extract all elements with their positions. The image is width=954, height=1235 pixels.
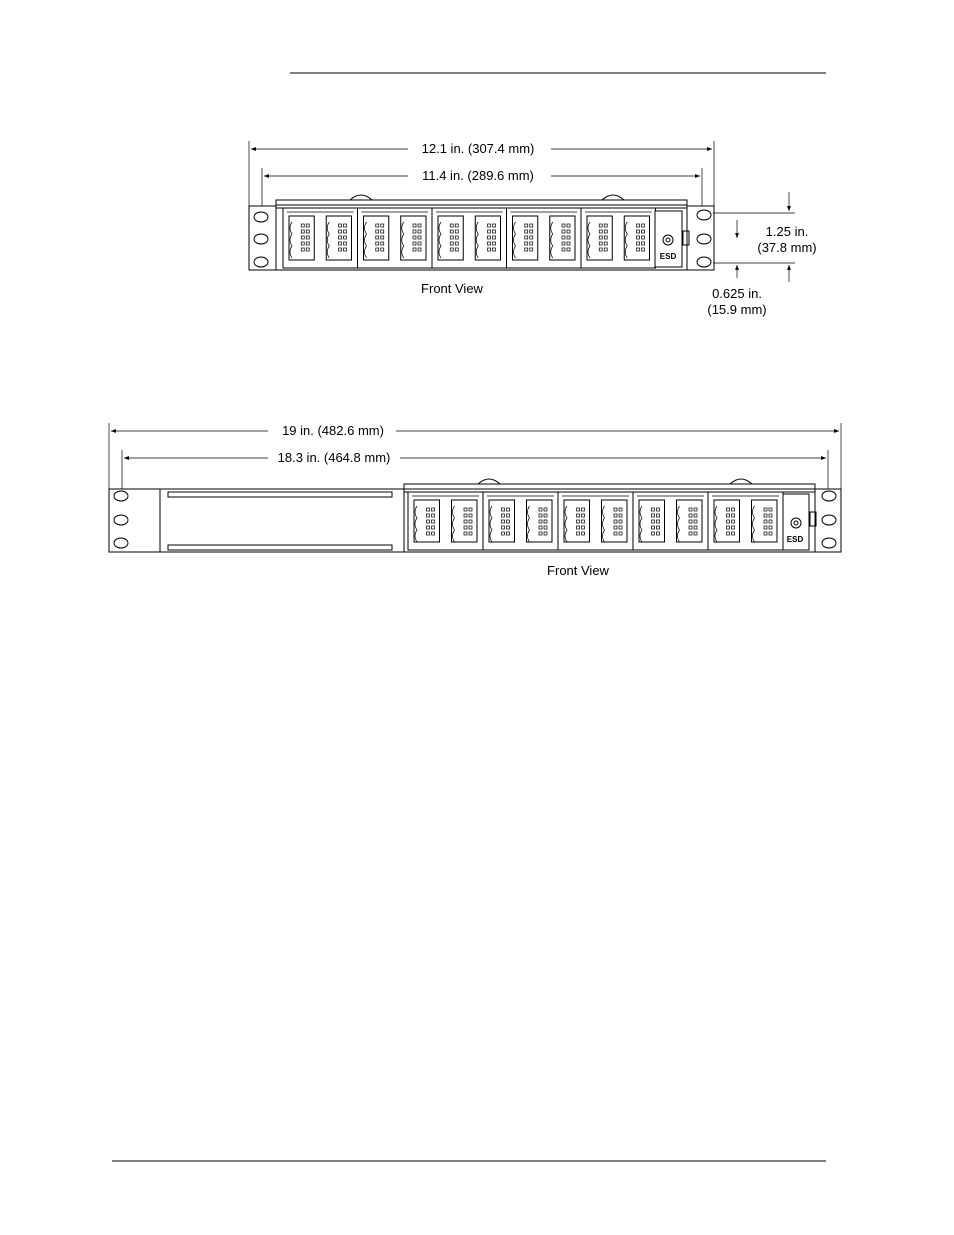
caption-bottom: Front View <box>547 563 610 578</box>
dimension-hole-span-top: 11.4 in. (289.6 mm) <box>264 168 700 183</box>
top-figure: 12.1 in. (307.4 mm) 11.4 in. (289.6 mm) <box>249 141 817 317</box>
chassis-top: ESD <box>249 195 714 270</box>
esd-label: ESD <box>660 252 677 261</box>
hole-span-label: 11.4 in. (289.6 mm) <box>422 168 534 183</box>
chassis-bottom: ESD <box>109 479 841 552</box>
edge-offset-label-line1: 0.625 in. <box>712 286 762 301</box>
hole-pitch-label-line2: (37.8 mm) <box>757 240 816 255</box>
overall-width-label: 19 in. (482.6 mm) <box>282 423 384 438</box>
dimension-overall-width-bottom: 19 in. (482.6 mm) <box>111 423 839 438</box>
overall-width-label: 12.1 in. (307.4 mm) <box>422 141 535 156</box>
esd-label: ESD <box>787 535 804 544</box>
hole-span-label: 18.3 in. (464.8 mm) <box>278 450 391 465</box>
dimension-hole-pitch: 1.25 in. (37.8 mm) 0.625 in. (15.9 mm) <box>707 192 816 317</box>
bottom-figure: 19 in. (482.6 mm) 18.3 in. (464.8 mm) <box>109 423 841 578</box>
dimension-hole-span-bottom: 18.3 in. (464.8 mm) <box>124 450 826 465</box>
edge-offset-label-line2: (15.9 mm) <box>707 302 766 317</box>
dimension-overall-width-top: 12.1 in. (307.4 mm) <box>251 141 712 156</box>
caption-top: Front View <box>421 281 484 296</box>
hole-pitch-label-line1: 1.25 in. <box>766 224 809 239</box>
